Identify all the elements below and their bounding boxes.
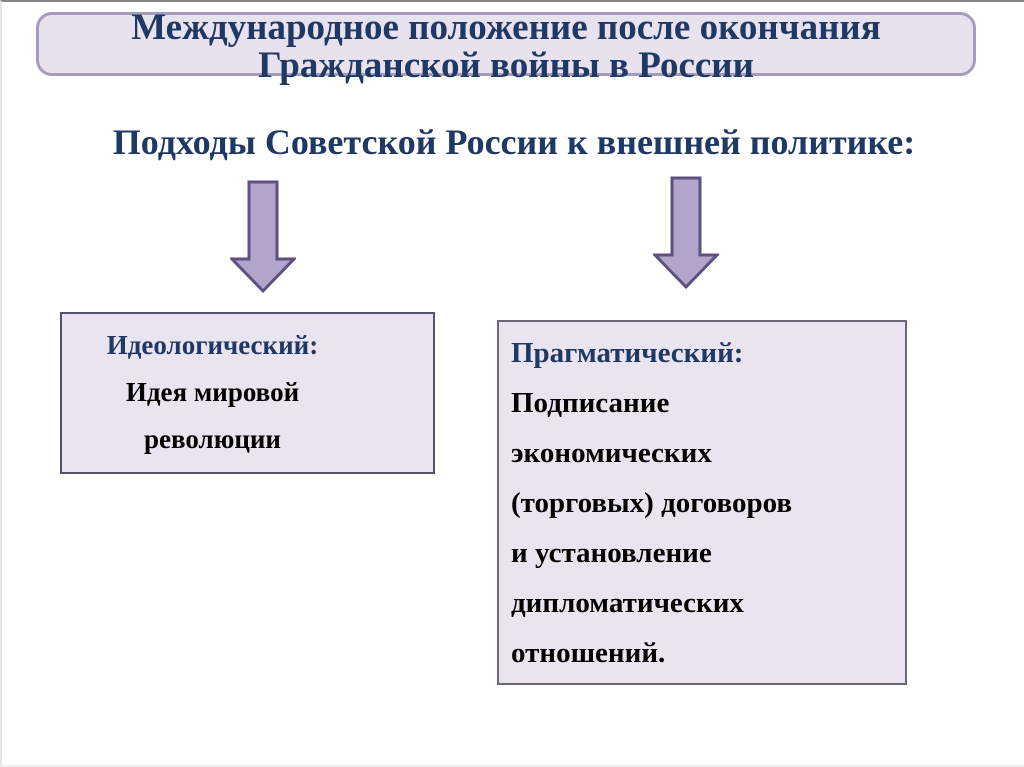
pragmatic-line: и установление	[511, 537, 712, 569]
title-box-shape	[36, 12, 976, 76]
pragmatic-line: экономических	[511, 437, 712, 469]
ideological-box: Идеологический: Идея мировой революции	[60, 312, 435, 474]
down-arrow-icon	[653, 176, 719, 290]
slide-title: Международное положение после окончания …	[36, 9, 976, 85]
ideological-line: Идея мировой	[125, 377, 300, 407]
title-line-1: Международное положение после окончания	[131, 7, 881, 48]
down-arrow-shape	[230, 180, 296, 294]
pragmatic-line: Подписание	[511, 387, 670, 419]
pragmatic-line: (торговых) договоров	[511, 487, 793, 519]
down-arrow-icon	[230, 180, 296, 294]
pragmatic-box: Прагматический: Подписание экономических…	[497, 320, 907, 685]
pragmatic-line: дипломатических	[511, 587, 744, 619]
down-arrow-shape	[653, 176, 719, 290]
ideological-heading: Идеологический:	[106, 330, 319, 360]
slide-subtitle: Подходы Советской России к внешней полит…	[112, 122, 916, 162]
title-line-2: Гражданской войны в России	[258, 45, 754, 86]
pragmatic-line: отношений.	[511, 637, 666, 669]
ideological-line: революции	[144, 424, 281, 454]
pragmatic-heading: Прагматический:	[511, 337, 744, 369]
